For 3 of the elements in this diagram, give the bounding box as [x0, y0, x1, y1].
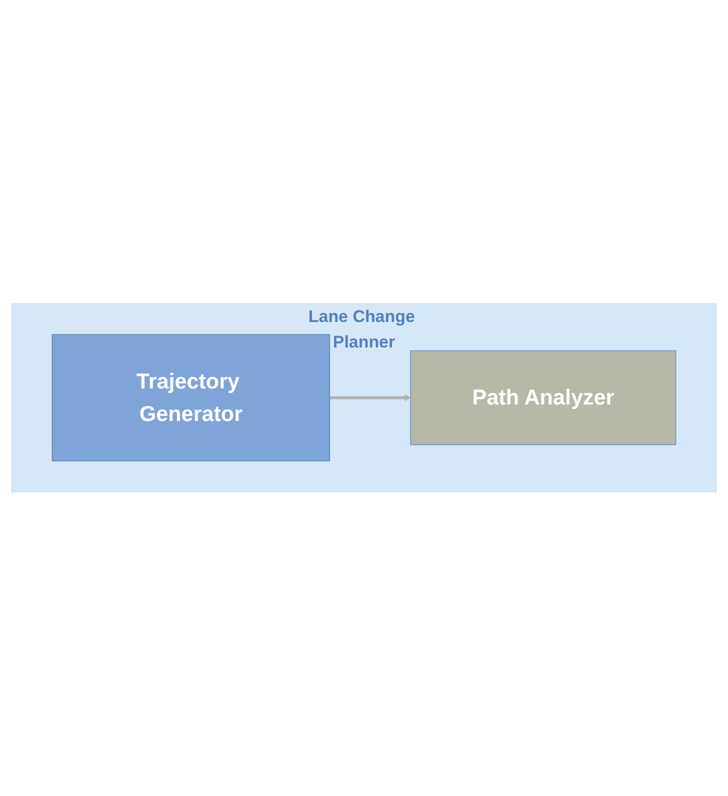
node-box: Path Analyzer: [410, 350, 676, 446]
node-box: Trajectory Generator: [52, 334, 330, 462]
arrow: [330, 394, 411, 402]
